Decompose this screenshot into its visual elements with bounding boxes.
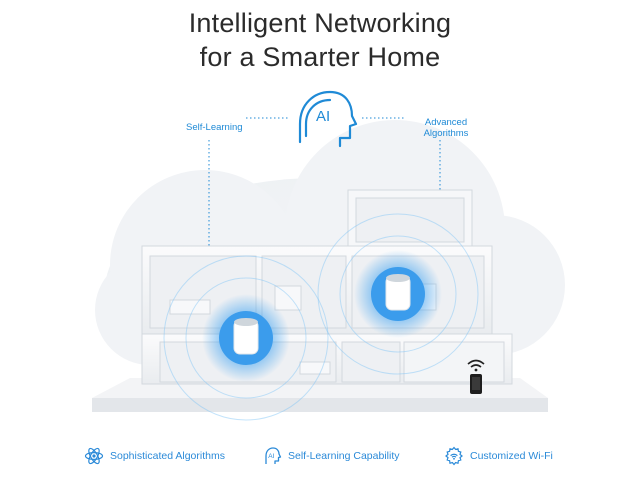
ai-head-icon: AI [265, 447, 282, 464]
ai-head-icon: AI [298, 90, 358, 148]
feature-sophisticated-algorithms: Sophisticated Algorithms [84, 444, 225, 468]
feature-list: Sophisticated Algorithms AI Self-Learnin… [0, 444, 640, 468]
signal-waves [163, 213, 479, 421]
svg-text:AI: AI [316, 108, 330, 125]
mesh-router-right [354, 250, 442, 338]
feature-label: Sophisticated Algorithms [110, 450, 225, 462]
gear-wifi-icon [445, 446, 463, 466]
feature-label: Customized Wi-Fi [470, 450, 553, 462]
house-model [141, 189, 513, 385]
label-advanced-algorithms: Advanced Algorithms [423, 117, 469, 139]
feature-self-learning-capability: AI Self-Learning Capability [262, 444, 399, 468]
headline-line-2: for a Smarter Home [199, 42, 441, 72]
headline-line-1: Intelligent Networking [188, 8, 452, 38]
smartphone-wifi-icon [467, 359, 485, 394]
mesh-router-left [202, 294, 290, 382]
headline: Intelligent Networking for a Smarter Hom… [0, 6, 640, 74]
feature-label: Self-Learning Capability [288, 450, 400, 462]
atom-icon [84, 447, 104, 465]
svg-text:AI: AI [268, 453, 274, 460]
feature-customized-wifi: Customized Wi-Fi [444, 444, 553, 468]
label-self-learning: Self-Learning [186, 122, 243, 133]
